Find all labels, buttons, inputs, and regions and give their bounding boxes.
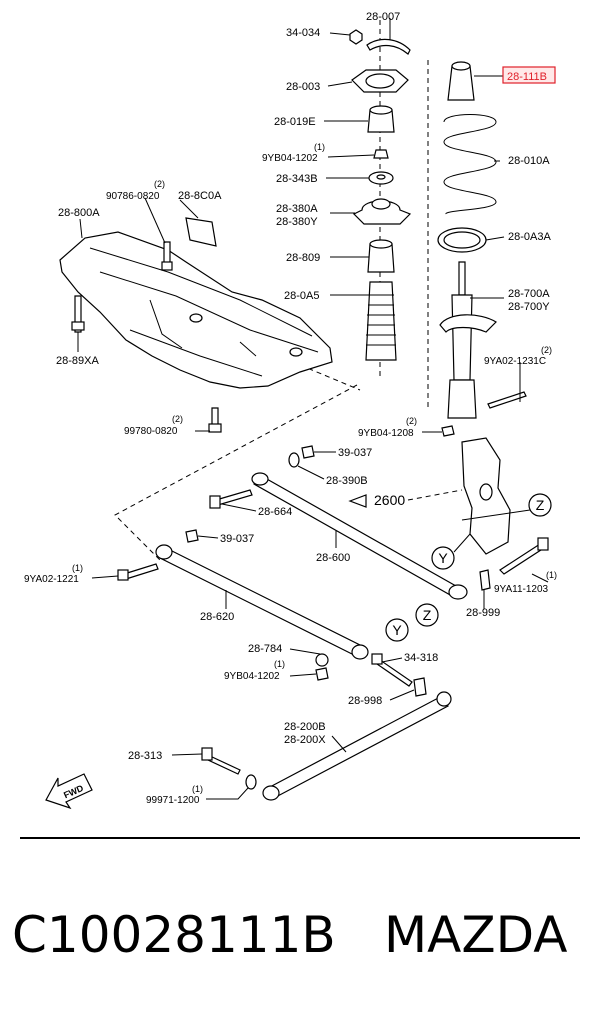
parts-diagram: Z Y Z Y 34-034 28-007 28-003 28-111B 28-… [20,11,580,839]
label-28-600: 28-600 [316,552,350,564]
highlight-box-28-111b [502,66,556,84]
suspension-links [117,445,549,801]
qty-9yb04-1202-top: (1) [314,142,325,152]
circle-markers: Z Y Z Y [385,493,552,642]
label-2600: 2600 [374,492,405,508]
label-28-700y: 28-700Y [508,301,550,313]
spring-strut-assembly [437,61,527,437]
qty-99780-0820: (2) [172,414,183,424]
marker-z-mid [415,603,439,627]
label-28-998: 28-998 [348,695,382,707]
label-28-019e: 28-019E [274,116,316,128]
marker-y-mid [431,546,455,570]
label-39-037-a: 39-037 [338,447,372,459]
label-28-380y: 28-380Y [276,216,318,228]
label-28-343b: 28-343B [276,173,318,185]
qty-99971-1200: (1) [192,784,203,794]
label-9ya11-1203: 9YA11-1203 [494,584,549,595]
label-28-003: 28-003 [286,81,320,93]
marker-z-mid-text: Z [423,607,432,623]
label-9yb04-1202-top: 9YB04-1202 [262,153,318,164]
label-9ya02-1221: 9YA02-1221 [24,574,79,585]
label-28-809: 28-809 [286,252,320,264]
label-28-007: 28-007 [366,11,400,23]
label-28-111b: 28-111B [507,71,547,83]
label-28-313: 28-313 [128,750,162,762]
label-28-0a5: 28-0A5 [284,290,319,302]
marker-y-low-text: Y [392,622,402,638]
marker-z-top-text: Z [536,497,545,513]
leader-lines [77,18,549,800]
knuckle-2600 [461,437,511,555]
label-9yb04-1208: 9YB04-1208 [358,428,414,439]
label-28-800a: 28-800A [58,207,100,219]
qty-9ya02-1221: (1) [72,563,83,573]
label-28-664: 28-664 [258,506,292,518]
label-28-999: 28-999 [466,607,500,619]
label-28-200x: 28-200X [284,734,326,746]
label-28-620: 28-620 [200,611,234,623]
fwd-arrow-icon: FWD [45,773,93,810]
qty-9yb04-1208: (2) [406,416,417,426]
marker-z-top [528,493,552,517]
upper-strut-parts [349,29,412,361]
label-99780-0820: 99780-0820 [124,426,178,437]
part-number-text: C10028111B [12,906,336,964]
label-28-010a: 28-010A [508,155,550,167]
label-28-89xa: 28-89XA [56,355,99,367]
label-28-8c0a: 28-8C0A [178,190,222,202]
label-28-0a3a: 28-0A3A [508,231,551,243]
part-labels: 34-034 28-007 28-003 28-111B 28-019E (1)… [24,11,557,806]
marker-y-mid-text: Y [438,550,448,566]
qty-90786-0820: (2) [154,179,165,189]
qty-9ya11-1203: (1) [546,570,557,580]
label-90786-0820: 90786-0820 [106,191,160,202]
label-34-318: 34-318 [404,652,438,664]
label-34-034: 34-034 [286,27,320,39]
brand-text: MAZDA [384,906,568,964]
label-39-037-b: 39-037 [220,533,254,545]
label-28-390b: 28-390B [326,475,368,487]
label-99971-1200: 99971-1200 [146,795,200,806]
label-28-784: 28-784 [248,643,282,655]
caption-bar: C10028111B MAZDA [0,890,600,980]
label-28-700a: 28-700A [508,288,550,300]
label-9ya02-1231c: 9YA02-1231C [484,356,546,367]
label-9yb04-1202-bot: 9YB04-1202 [224,671,280,682]
pointer-arrows [348,494,367,508]
qty-9yb04-1202-bot: (1) [274,659,285,669]
crossmember-28-800A [59,217,333,433]
label-28-200b: 28-200B [284,721,326,733]
label-28-380a: 28-380A [276,203,318,215]
marker-y-low [385,618,409,642]
qty-9ya02-1231c: (2) [541,345,552,355]
